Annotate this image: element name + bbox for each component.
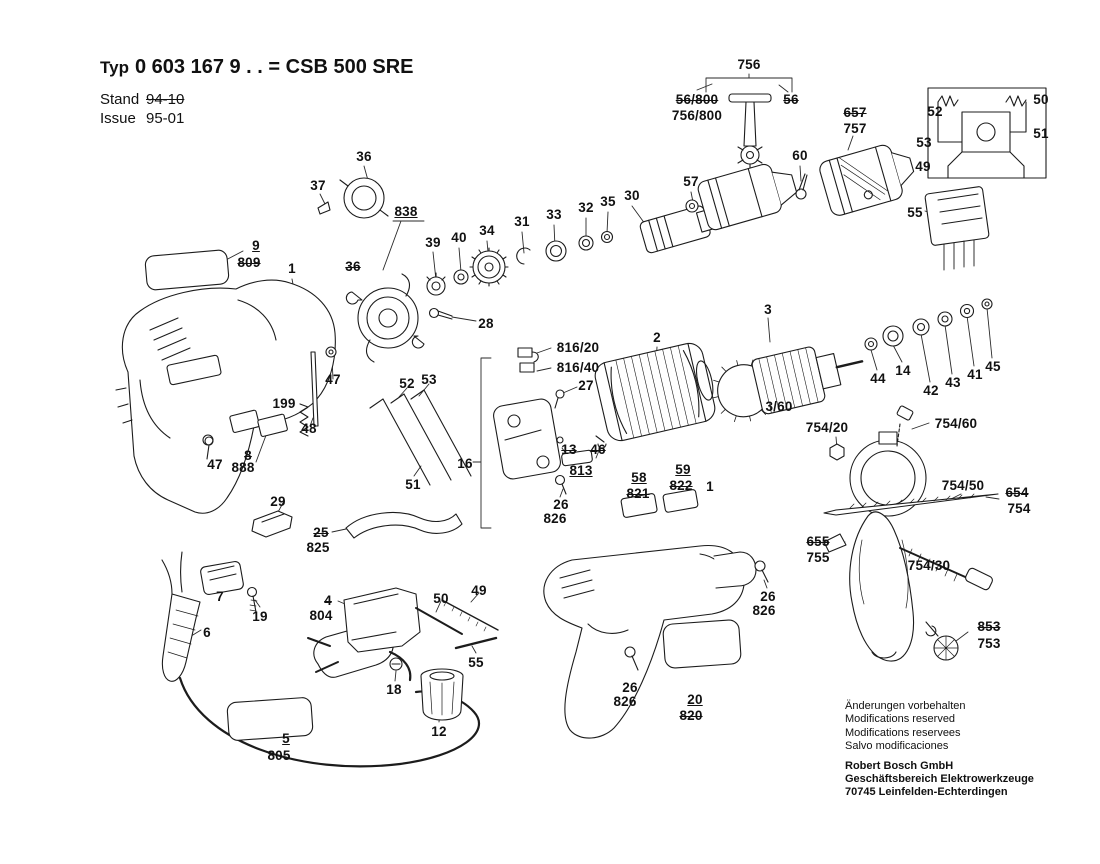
ring-35 — [600, 230, 614, 244]
depth-rod — [823, 493, 999, 516]
typ-number: 0 603 167 9 . . — [134, 56, 263, 78]
deflector-825 — [345, 512, 463, 539]
housing-insert-804 — [343, 587, 421, 653]
parts-13-46 — [556, 435, 607, 449]
footer-note: Modifications reservees — [845, 726, 961, 739]
issue-label: Issue — [100, 110, 136, 127]
screw-26-left — [554, 474, 567, 495]
keyed-chuck-757 — [819, 144, 915, 216]
clamp-bolt-754-30 — [899, 547, 993, 591]
knob-753 — [925, 621, 959, 661]
switch-55 — [924, 186, 990, 271]
rod-50 — [415, 607, 463, 635]
spindle-assembly — [639, 144, 915, 254]
nut-754-20 — [829, 443, 845, 461]
title-block: Typ 0 603 167 9 . . = CSB 500 SRE Stand 94… — [100, 56, 414, 127]
plates-888 — [229, 409, 288, 438]
plate-813 — [561, 449, 593, 467]
armature — [713, 346, 864, 423]
stand-label: Stand — [100, 91, 140, 108]
screw-26-right — [754, 560, 769, 583]
plate-805 — [226, 697, 314, 741]
nameplate-9 — [144, 249, 230, 291]
washer-32 — [578, 235, 594, 251]
pin-48 — [310, 351, 319, 427]
bearing-set — [864, 298, 993, 351]
plate-59 — [662, 489, 699, 513]
brush-816 — [517, 347, 539, 373]
stand-value: 94-10 — [146, 91, 185, 108]
typ-label: Typ — [100, 58, 129, 77]
screw-27 — [554, 389, 565, 409]
company-division: Geschäftsbereich Elektrowerkzeuge — [845, 773, 1034, 786]
gear-39 — [426, 272, 446, 296]
screw-26-bottom — [624, 646, 639, 671]
footer-note: Änderungen vorbehalten — [845, 700, 966, 712]
bearing-bracket-assembly — [493, 347, 607, 480]
lever-755 — [823, 533, 847, 553]
circlip-31 — [516, 247, 531, 265]
rod-49 — [441, 599, 499, 632]
handle-grip — [849, 511, 915, 662]
bearing-33 — [545, 240, 567, 262]
screw-60 — [795, 173, 808, 200]
footer-block: Änderungen vorbehalten Modifications res… — [845, 700, 1034, 800]
model-name: = CSB 500 SRE — [268, 56, 414, 78]
chuck-key — [728, 93, 772, 170]
stand-line: Stand 94-10 — [100, 91, 414, 108]
bolt-754-60 — [896, 405, 914, 447]
housing-half — [543, 544, 757, 739]
gear-train — [426, 230, 614, 296]
nose-cap — [713, 551, 757, 589]
footer-note: Modifications reserved — [845, 713, 956, 726]
hex-keys — [369, 389, 472, 486]
cap-18 — [389, 657, 403, 671]
field-stator — [594, 342, 716, 442]
issue-line: Issue 95-01 — [100, 110, 414, 127]
cord-guard — [161, 551, 201, 682]
bracket-29 — [251, 510, 293, 538]
washer-40 — [453, 269, 469, 285]
wedge-37 — [317, 201, 331, 215]
flange-36 — [339, 177, 389, 219]
aux-handle — [823, 405, 999, 662]
company-address: 70745 Leinfelden-Echterdingen — [845, 786, 1008, 799]
spring-199 — [299, 403, 309, 437]
gear-34 — [469, 247, 509, 287]
screw-28 — [428, 307, 453, 320]
company-name: Robert Bosch GmbH — [845, 759, 954, 772]
model-line: Typ 0 603 167 9 . . = CSB 500 SRE — [100, 56, 414, 79]
wiring-schematic — [927, 87, 1047, 179]
rod-55 — [454, 636, 498, 650]
issue-value: 95-01 — [146, 110, 185, 127]
screw-47-left — [204, 436, 214, 460]
bearing-flange — [345, 273, 425, 363]
plate-58 — [620, 493, 658, 518]
washer-47-top — [325, 346, 337, 358]
motor-housing — [115, 279, 336, 514]
switch-7 — [200, 560, 244, 596]
footer-note: Salvo modificaciones — [845, 740, 949, 753]
sleeve-12 — [420, 668, 464, 721]
screw-19 — [246, 586, 258, 613]
